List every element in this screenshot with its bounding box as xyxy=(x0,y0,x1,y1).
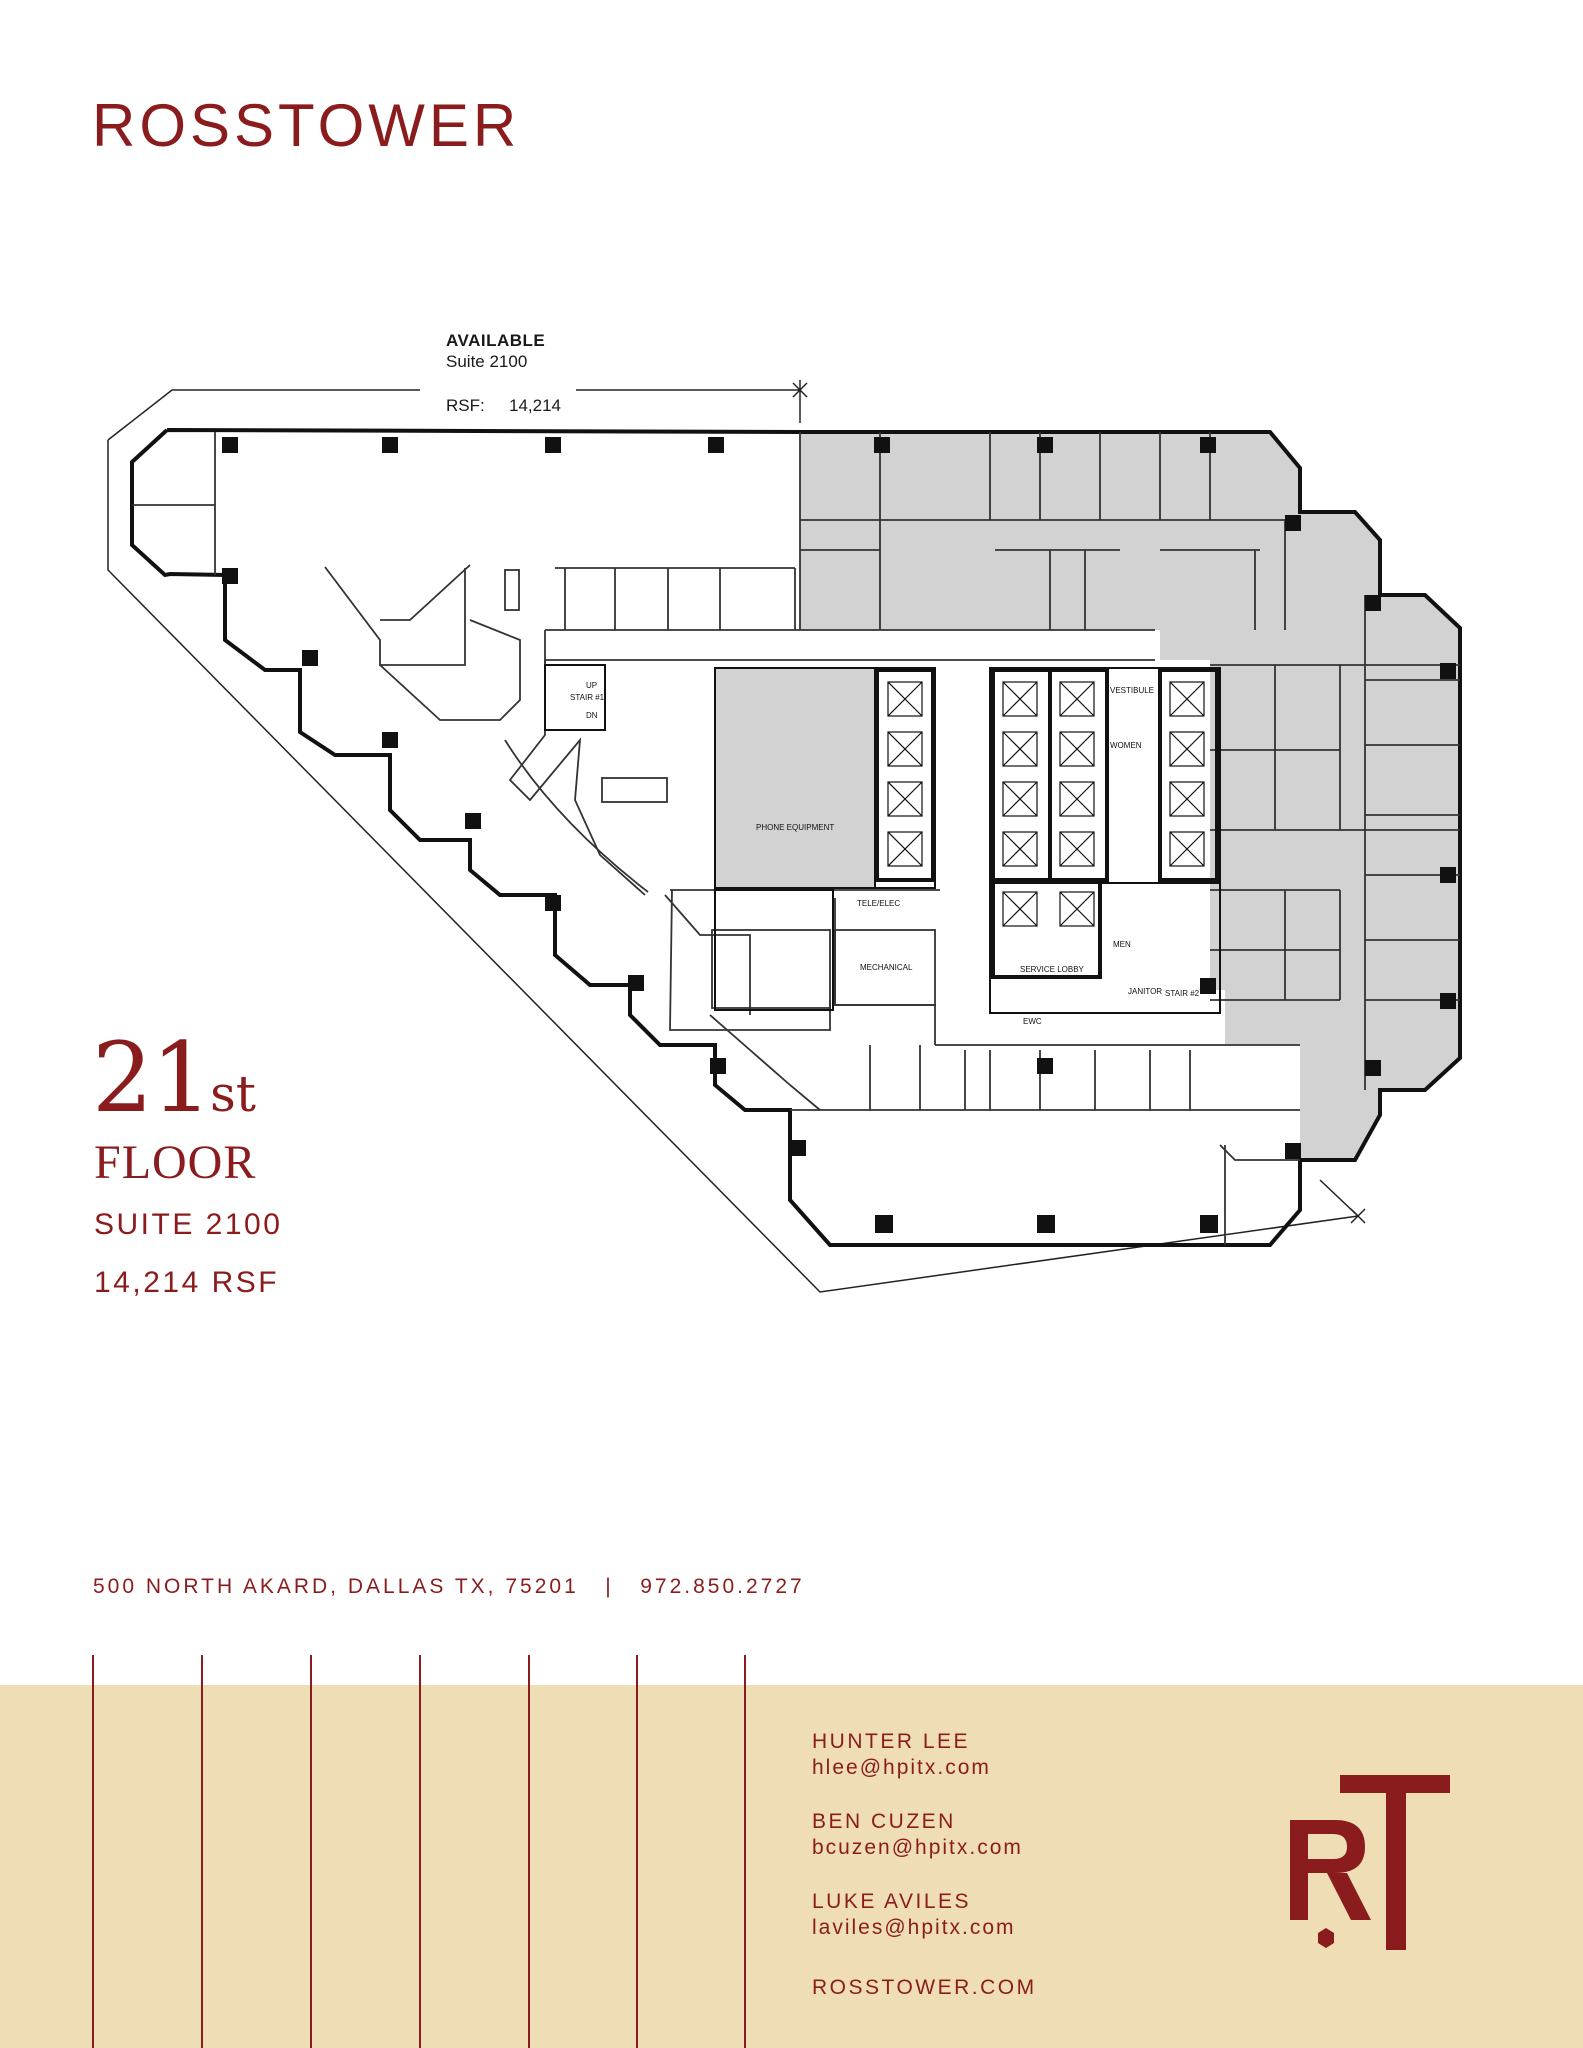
decorative-line xyxy=(744,1655,746,2048)
availability-suite: Suite 2100 xyxy=(446,352,528,371)
floor-word: FLOOR xyxy=(94,1136,257,1189)
decorative-line xyxy=(636,1655,638,2048)
contact-name: BEN CUZEN xyxy=(812,1810,956,1833)
room-labels: PHONE EQUIPMENT TELE/ELEC MECHANICAL SER… xyxy=(570,681,1200,1026)
svg-text:WOMEN: WOMEN xyxy=(1110,741,1142,750)
contact-name: LUKE AVILES xyxy=(812,1890,972,1913)
dimension-lines xyxy=(107,380,1366,1293)
svg-text:JANITOR: JANITOR xyxy=(1128,987,1162,996)
structural-columns xyxy=(222,437,1456,1233)
phone-number[interactable]: 972.850.2727 xyxy=(640,1575,805,1598)
outer-walls xyxy=(130,428,1462,1247)
decorative-line xyxy=(419,1655,421,2048)
rosstower-logo: ROSSTOWER xyxy=(92,92,520,159)
svg-text:PHONE EQUIPMENT: PHONE EQUIPMENT xyxy=(756,823,834,832)
floor-number: 21st xyxy=(92,1028,256,1144)
rt-monogram-logo xyxy=(1290,1775,1450,1950)
elevator-cars xyxy=(887,681,1205,927)
interior-walls xyxy=(132,432,1460,1245)
decorative-line xyxy=(528,1655,530,2048)
address-line: 500 NORTH AKARD, DALLAS TX, 75201 | 972.… xyxy=(93,1575,805,1599)
contact-name: HUNTER LEE xyxy=(812,1730,971,1753)
svg-text:EWC: EWC xyxy=(1023,1017,1042,1026)
svg-text:TELE/ELEC: TELE/ELEC xyxy=(857,899,900,908)
availability-rsf-label: RSF: xyxy=(446,396,485,415)
availability-rsf-value: 14,214 xyxy=(509,396,561,415)
building-core xyxy=(544,664,1221,1014)
website-link[interactable]: ROSSTOWER.COM xyxy=(812,1976,1037,1999)
logo-wordmark: ROSSTOWER xyxy=(92,92,520,159)
floor-plan: PHONE EQUIPMENT TELE/ELEC MECHANICAL SER… xyxy=(107,380,1462,1293)
svg-text:STAIR #2: STAIR #2 xyxy=(1165,989,1200,998)
svg-text:UP: UP xyxy=(586,681,597,690)
contact-email[interactable]: hlee@hpitx.com xyxy=(812,1756,991,1779)
suite-rsf: 14,214 RSF xyxy=(94,1266,280,1299)
svg-text:VESTIBULE: VESTIBULE xyxy=(1110,686,1154,695)
decorative-line xyxy=(201,1655,203,2048)
shaded-suite-area xyxy=(715,432,1460,1160)
suite-number: SUITE 2100 xyxy=(94,1208,283,1241)
svg-text:MECHANICAL: MECHANICAL xyxy=(860,963,913,972)
svg-text:MEN: MEN xyxy=(1113,940,1131,949)
floor-number-digits: 21 xyxy=(92,1022,212,1134)
svg-text:STAIR #1: STAIR #1 xyxy=(570,693,605,702)
contact-email[interactable]: laviles@hpitx.com xyxy=(812,1916,1016,1939)
elevator-shafts xyxy=(875,668,1219,979)
decorative-line xyxy=(92,1655,94,2048)
svg-text:SERVICE LOBBY: SERVICE LOBBY xyxy=(1020,965,1085,974)
address-separator: | xyxy=(605,1575,614,1598)
floor-number-suffix: st xyxy=(210,1065,256,1123)
availability-status: AVAILABLE xyxy=(446,331,546,350)
contact-email[interactable]: bcuzen@hpitx.com xyxy=(812,1836,1023,1859)
decorative-line xyxy=(310,1655,312,2048)
street-address: 500 NORTH AKARD, DALLAS TX, 75201 xyxy=(93,1575,579,1598)
svg-text:DN: DN xyxy=(586,711,598,720)
